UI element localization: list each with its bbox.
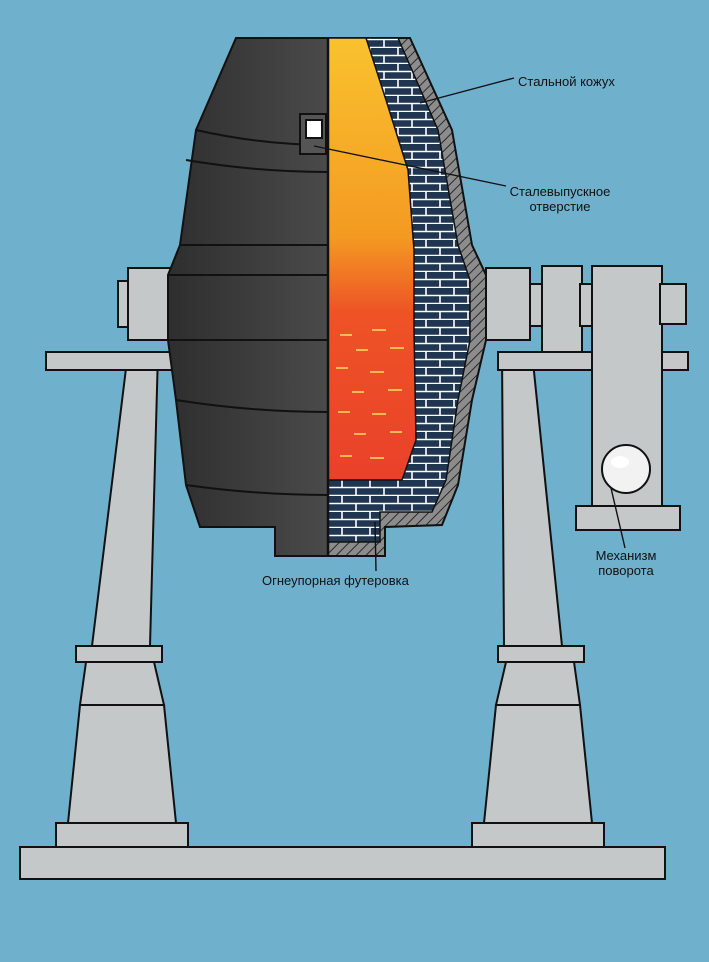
label-refractory-lining: Огнеупорная футеровка — [262, 573, 409, 588]
converter-cutaway — [328, 37, 487, 557]
left-support-column — [55, 351, 189, 848]
leader-lines — [313, 77, 626, 572]
label-tilt-mechanism: Механизм поворота — [595, 548, 657, 578]
ball-highlight — [611, 456, 629, 468]
converter-exterior — [167, 37, 328, 557]
tilt-mechanism — [575, 265, 687, 531]
label-steel-shell: Стальной кожух — [518, 74, 615, 89]
right-trunnion — [485, 265, 597, 353]
molten-metal-cavity — [328, 37, 417, 481]
left-beam — [45, 351, 179, 371]
label-taphole: Сталевыпускное отверстие — [509, 184, 611, 214]
left-trunnion — [117, 267, 173, 341]
base-plate — [19, 846, 666, 880]
tilt-gear-ball — [601, 444, 651, 494]
melt-streaks — [336, 329, 404, 459]
right-support-column — [471, 351, 605, 848]
